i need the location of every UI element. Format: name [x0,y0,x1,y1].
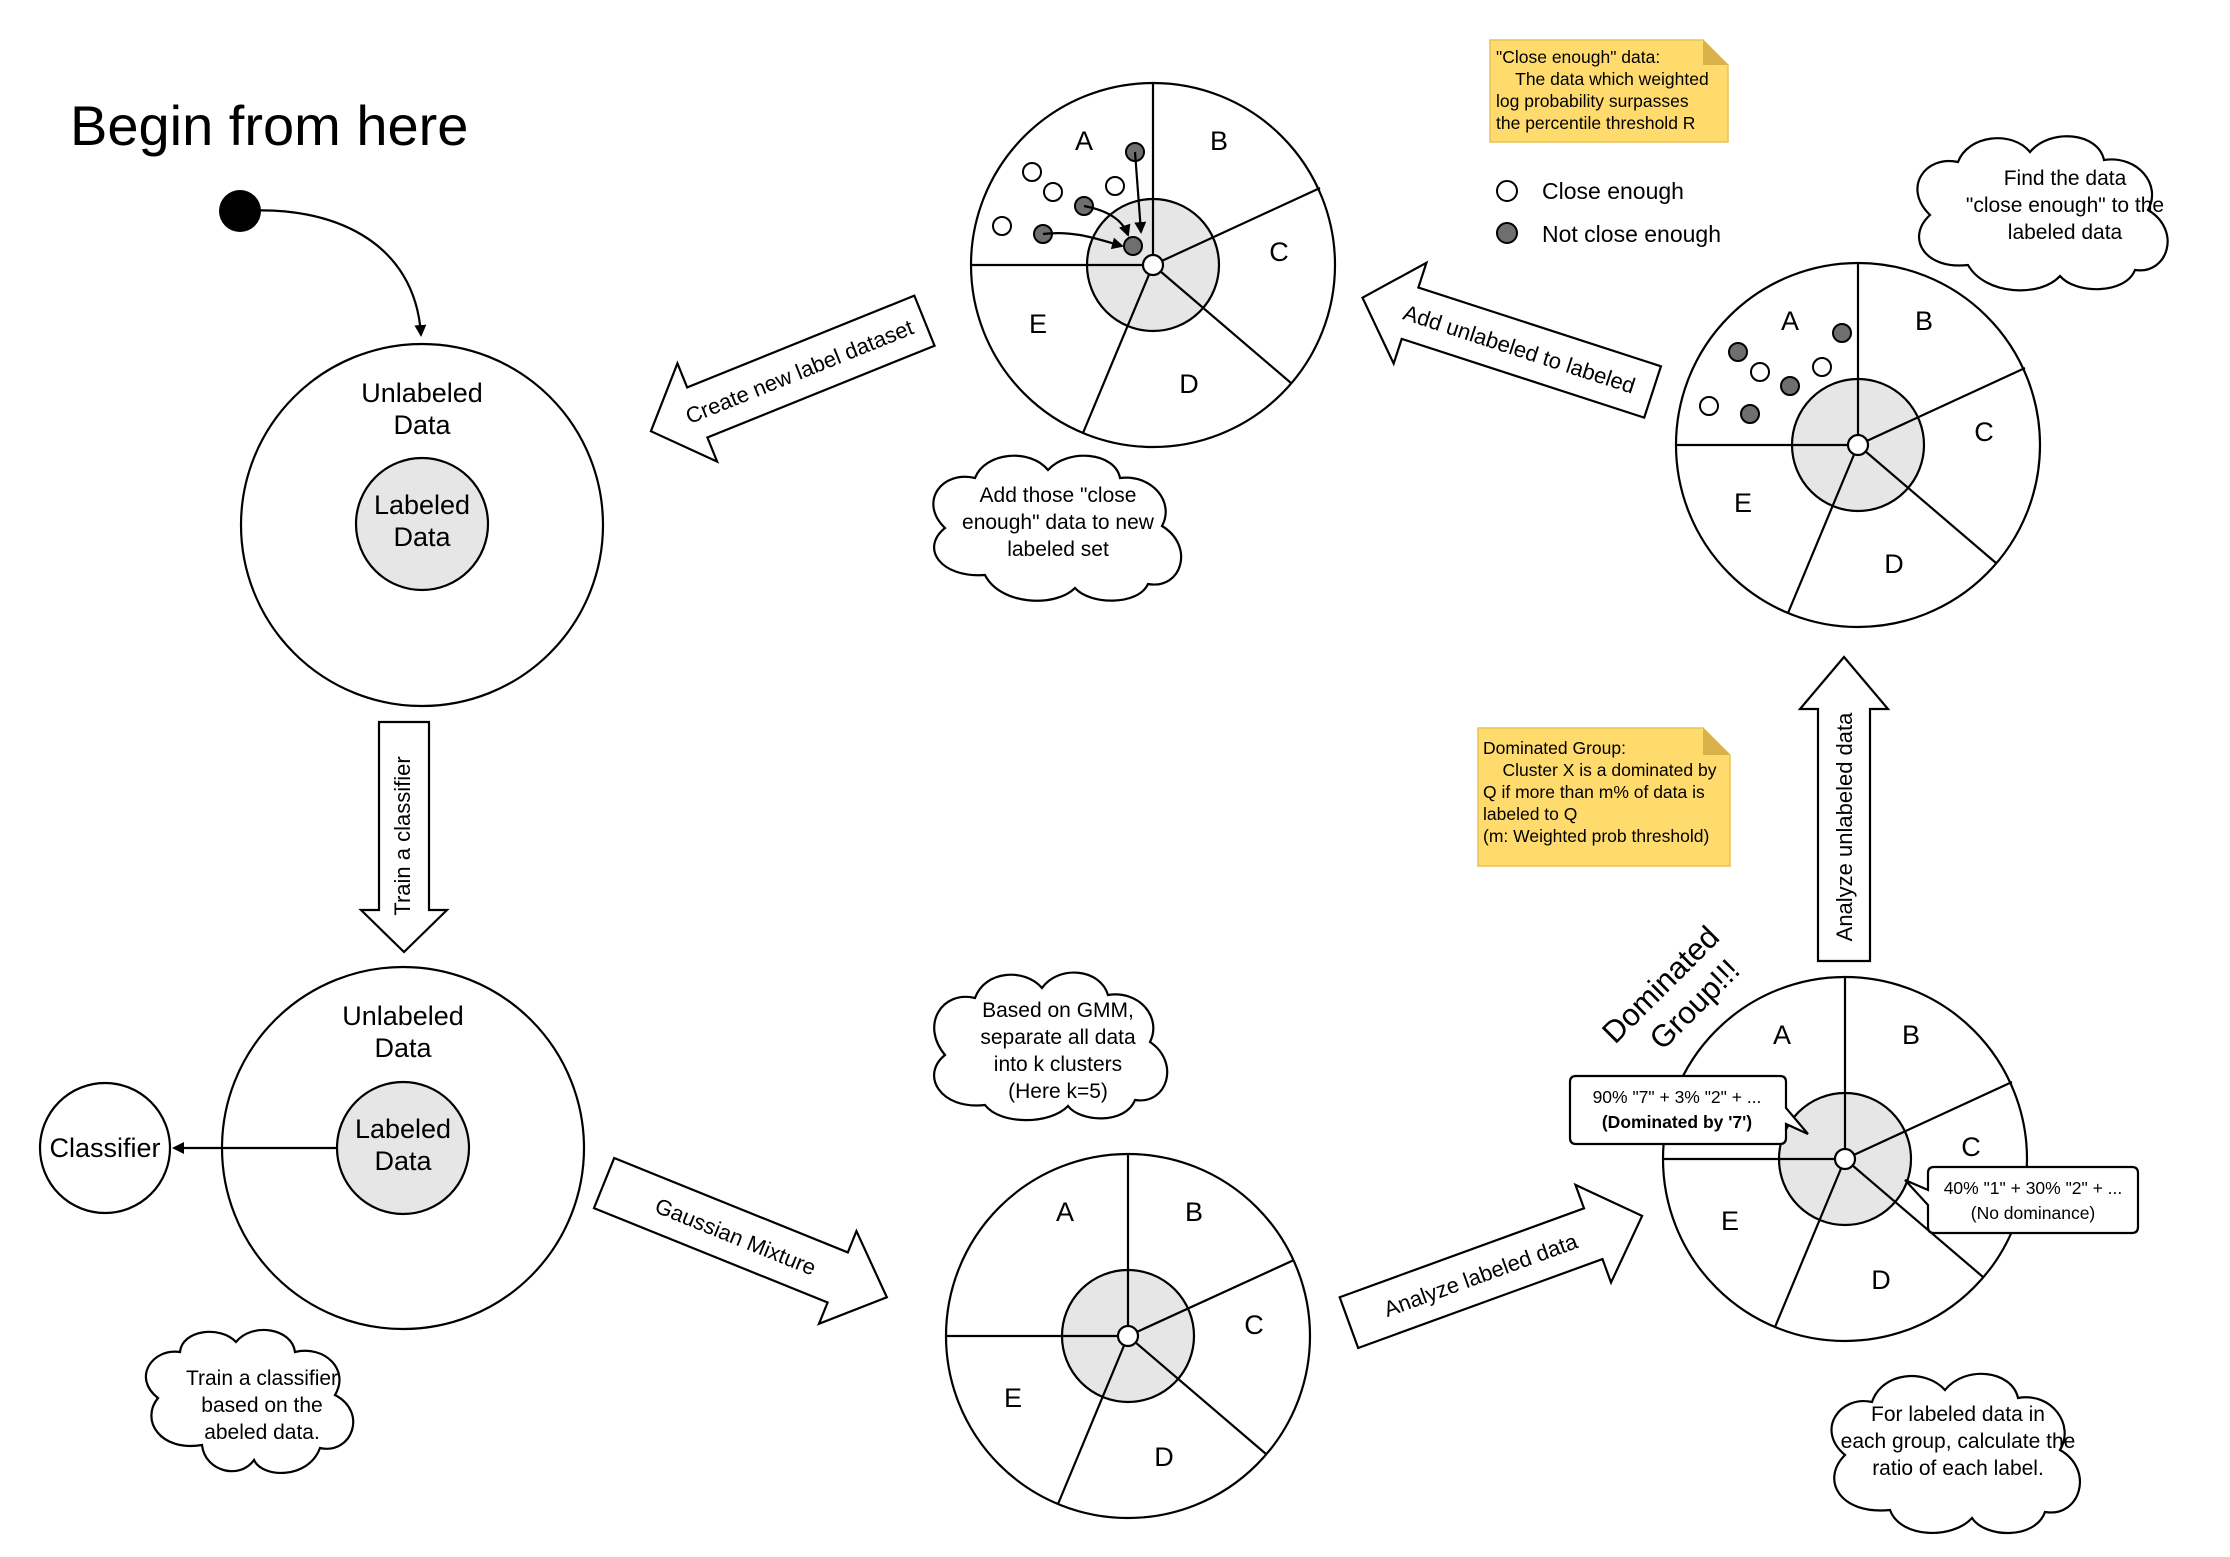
start-node [219,190,261,232]
cloud-find-line-2: "close enough" to the [1966,194,2164,217]
unl-sector-d: D [1884,549,1904,579]
cloud-find-line-3: labeled data [2008,221,2123,244]
note-close-line-1: "Close enough" data: [1496,47,1660,67]
note-dominated-group: Dominated Group: Cluster X is a dominate… [1477,727,1731,867]
analyze-unlabeled-arrow-label: Analyze unlabeled data [1832,712,1857,941]
note-dominated-line-2: Cluster X is a dominated by [1483,760,1717,780]
unlabeled-analysis-pie: A B C D E [1674,261,2042,629]
cloud-add-close: Add those "close enough" data to new lab… [932,454,1183,602]
cloud-add-line-1: Add those "close [980,484,1137,507]
note-dominated-line-1: Dominated Group: [1483,738,1626,758]
callout-dominated: 90% "7" + 3% "2" + ... (Dominated by '7'… [1568,1074,1809,1146]
cloud-add-line-3: labeled set [1007,538,1109,561]
dom-sector-b: B [1902,1020,1920,1050]
classifier-label: Classifier [49,1133,160,1163]
cloud-train-line-3: abeled data. [204,1421,320,1444]
note-close-line-2: The data which weighted [1496,69,1709,89]
gmm-sector-d: D [1154,1442,1174,1472]
legend: Close enough Not close enough [1496,178,1721,247]
cloud-ratio-line-2: each group, calculate the [1841,1430,2076,1453]
unlabeled-label-2: Data [393,410,451,440]
cloud-train-classifier: Train a classifier based on the abeled d… [144,1328,355,1474]
labeled-label-3: Labeled [355,1114,451,1144]
dom-sector-e: E [1721,1206,1739,1236]
new-sector-c: C [1269,237,1289,267]
cloud-label-ratio: For labeled data in each group, calculat… [1830,1372,2081,1535]
labeled-label-1: Labeled [374,490,470,520]
cloud-gmm-line-2: separate all data [980,1026,1136,1049]
dom-sector-d: D [1871,1265,1891,1295]
callout-dominated-line-1: 90% "7" + 3% "2" + ... [1593,1087,1762,1107]
cloud-train-line-1: Train a classifier [186,1367,338,1390]
new-label-pie: A B C D E [969,81,1337,449]
note-dominated-line-5: (m: Weighted prob threshold) [1483,826,1709,846]
unlabeled-label-3: Unlabeled [342,1001,464,1031]
note-dominated-line-4: labeled to Q [1483,804,1577,824]
create-new-label-arrow: Create new label dataset [649,294,936,464]
begin-data-circles: Unlabeled Data Labeled Data [239,342,605,708]
dom-sector-a: A [1773,1020,1791,1050]
callout-none-line-2: (No dominance) [1971,1203,2096,1223]
new-sector-a: A [1075,126,1093,156]
cloud-ratio-line-1: For labeled data in [1871,1403,2045,1426]
cloud-find-line-1: Find the data [2004,167,2127,190]
unl-sector-b: B [1915,306,1933,336]
note-close-line-4: the percentile threshold R [1496,113,1695,133]
gmm-cluster-pie: A B C D E [944,1152,1312,1520]
gmm-sector-a: A [1056,1197,1074,1227]
callout-none-line-1: 40% "1" + 30% "2" + ... [1944,1178,2123,1198]
dom-sector-c: C [1961,1132,1981,1162]
labeled-data-core [354,456,490,592]
cloud-find-close: Find the data "close enough" to the labe… [1916,135,2169,292]
gaussian-mixture-arrow: Gaussian Mixture [592,1156,889,1326]
legend-close-marker [1496,180,1518,202]
gmm-sector-c: C [1244,1310,1264,1340]
note-close-enough: "Close enough" data: The data which weig… [1489,39,1729,143]
cloud-train-line-2: based on the [201,1394,322,1417]
analyze-labeled-arrow: Analyze labeled data [1338,1182,1644,1350]
new-sector-b: B [1210,126,1228,156]
legend-not-close-label: Not close enough [1542,221,1721,247]
train-classifier-arrow-label: Train a classifier [390,756,415,915]
callout-no-dominance: 40% "1" + 30% "2" + ... (No dominance) [1904,1165,2140,1235]
cloud-gmm: Based on GMM, separate all data into k c… [933,971,1169,1122]
cloud-gmm-line-4: (Here k=5) [1008,1080,1108,1103]
labeled-label-2: Data [393,522,451,552]
legend-not-close-marker [1496,222,1518,244]
cloud-gmm-line-1: Based on GMM, [982,999,1134,1022]
unl-sector-c: C [1974,417,1994,447]
gmm-sector-b: B [1185,1197,1203,1227]
new-sector-e: E [1029,309,1047,339]
dominated-cluster-pie: A B C D E [1661,975,2029,1343]
cloud-gmm-line-3: into k clusters [994,1053,1122,1076]
analyze-unlabeled-arrow: Analyze unlabeled data [1797,655,1891,963]
gmm-sector-e: E [1004,1383,1022,1413]
unl-sector-a: A [1781,306,1799,336]
note-close-line-3: log probability surpasses [1496,91,1689,111]
classifier-circle [38,1081,172,1215]
train-classifier-arrow: Train a classifier [358,720,450,954]
callout-dominated-line-2: (Dominated by '7') [1602,1112,1752,1132]
note-dominated-line-3: Q if more than m% of data is [1483,782,1705,802]
start-connector [242,209,427,337]
unlabeled-label-1: Unlabeled [361,378,483,408]
page-title: Begin from here [70,94,468,157]
create-new-arrow-label: Create new label dataset [682,315,917,429]
new-sector-d: D [1179,369,1199,399]
add-unlabeled-arrow: Add unlabeled to labeled [1361,260,1663,420]
cloud-ratio-line-3: ratio of each label. [1872,1457,2044,1480]
cloud-add-line-2: enough" data to new [962,511,1155,534]
labeled-label-4: Data [374,1146,432,1176]
legend-close-label: Close enough [1542,178,1684,204]
unl-sector-e: E [1734,488,1752,518]
unlabeled-label-4: Data [374,1033,432,1063]
